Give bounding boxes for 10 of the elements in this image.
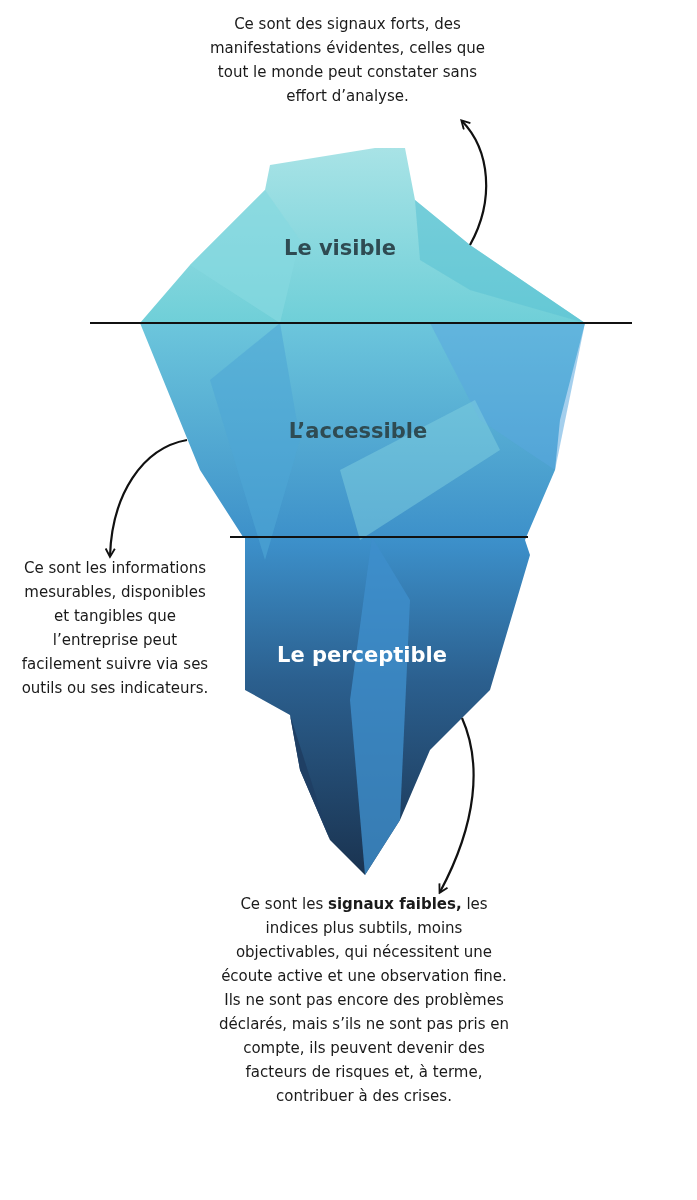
curved-arrow — [105, 438, 188, 558]
curved-arrow — [460, 119, 488, 246]
iceberg-layer-label: L’accessible — [288, 419, 428, 443]
curved-arrow — [438, 717, 475, 894]
iceberg-layer-label: Le visible — [284, 236, 396, 260]
description-text: Ils ne sont pas encore des problèmes déclarés, mais s’ils ne sont pas pris en compte, ils peuvent devenir des facteurs de risques et, à terme, contribuer à des crises. — [218, 990, 510, 1107]
iceberg-layer-label: Le perceptible — [277, 643, 447, 667]
description-text: Ce sont les informations mesurables, disponibles et tangibles que l’entreprise peut facilement suivre via ses outils ou ses indicateurs. — [20, 558, 210, 699]
description-text: Ce sont des signaux forts, des manifestations évidentes, celles que tout le monde peut constater sans effort d’analyse. — [208, 14, 487, 107]
description-text: Ce sont les signaux faibles, les indices plus subtils, moins objectivables, qui nécessitent une écoute active et une observation fine. — [220, 894, 508, 987]
